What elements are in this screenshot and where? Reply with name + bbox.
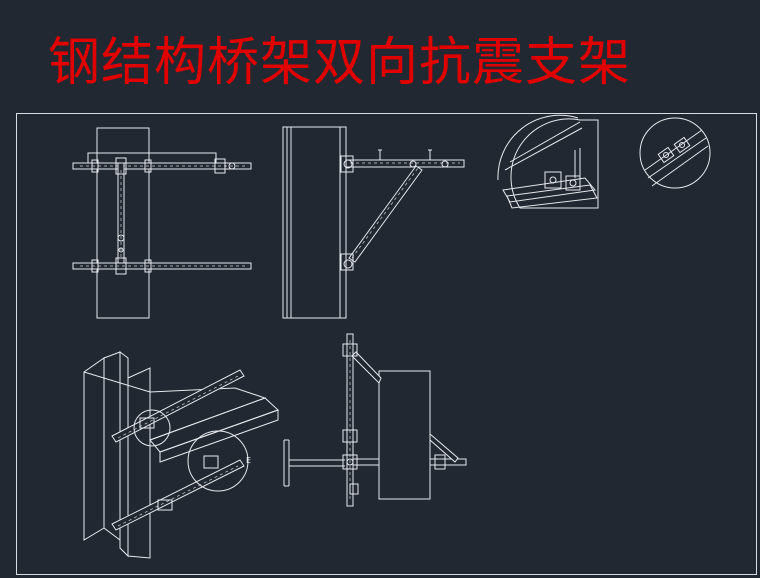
column-outline — [96, 127, 150, 319]
drawing-frame — [16, 113, 757, 575]
detail-circle-large — [497, 114, 599, 209]
isometric-view: E — [83, 351, 279, 559]
lower-channel — [72, 262, 252, 270]
cantilever-arm — [345, 159, 465, 168]
detail-label: E — [246, 456, 251, 465]
page-title: 钢结构桥架双向抗震支架 — [48, 33, 632, 93]
detail-circle-small — [639, 117, 711, 189]
front-elevation-view — [72, 127, 252, 319]
upper-plate — [87, 152, 217, 164]
side-elevation-view — [282, 126, 465, 319]
section-view — [283, 333, 467, 507]
